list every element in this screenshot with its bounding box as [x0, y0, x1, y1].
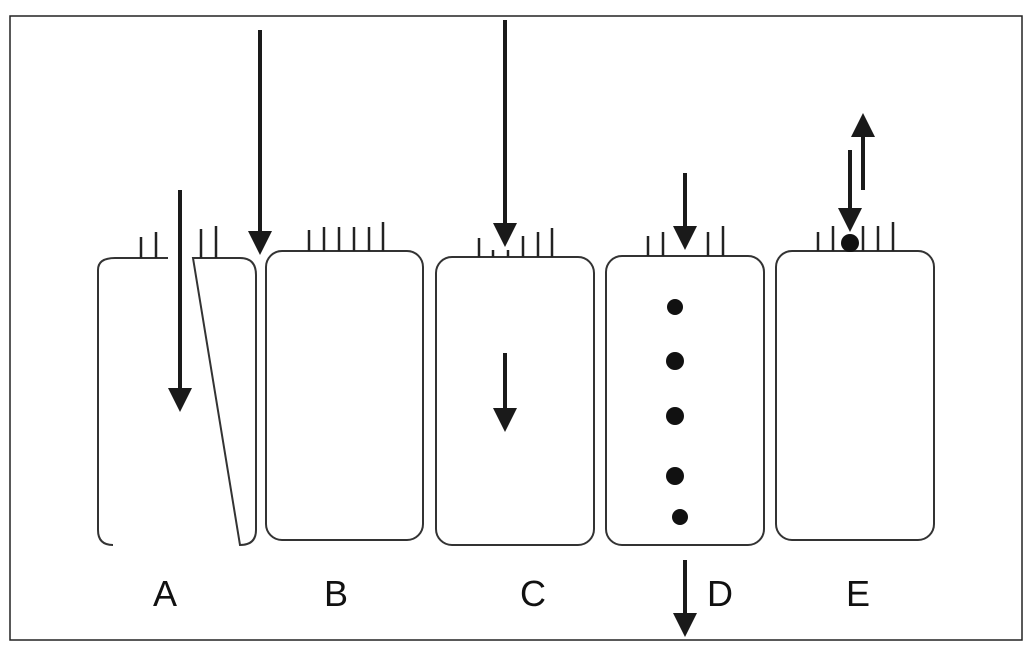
label-d: D: [707, 573, 733, 614]
label-c: C: [520, 573, 546, 614]
cell-a: [97, 190, 257, 547]
receptor-dot: [841, 234, 859, 252]
cell-b: [265, 222, 424, 541]
vesicle-dot: [666, 352, 684, 370]
figure-border: [9, 15, 1023, 641]
label-e: E: [846, 573, 870, 614]
cell-c: [435, 20, 595, 546]
label-a: A: [153, 573, 177, 614]
vesicle-dot: [672, 509, 688, 525]
label-b: B: [324, 573, 348, 614]
cell-e: [775, 113, 935, 541]
vesicle-dot: [666, 467, 684, 485]
vesicle-dot: [666, 407, 684, 425]
vesicle-dot: [667, 299, 683, 315]
cell-d: [605, 173, 765, 637]
